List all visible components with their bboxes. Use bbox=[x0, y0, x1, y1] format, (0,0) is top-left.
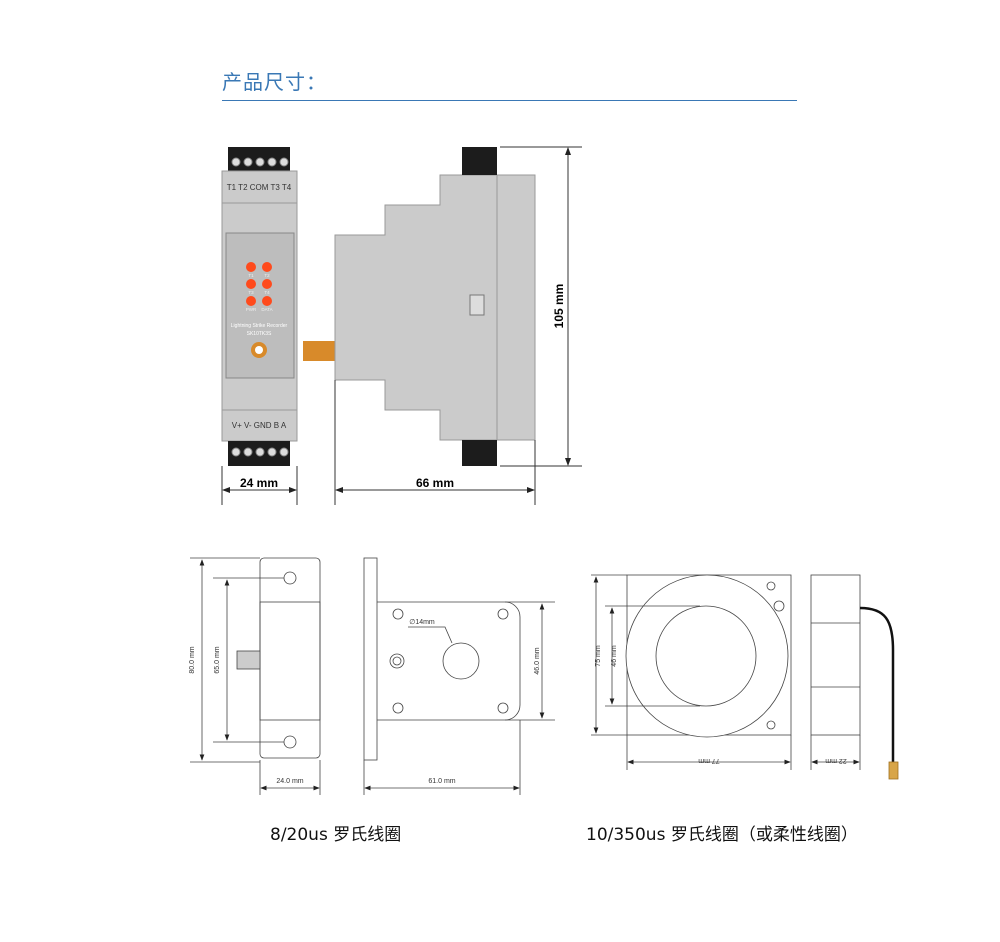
coil2-width-dimension: 77 mm bbox=[698, 757, 720, 764]
model-number: SK10TK3S bbox=[247, 331, 272, 337]
title-divider bbox=[222, 100, 797, 101]
width-dimension: 24 mm bbox=[240, 476, 278, 490]
coil2-inner-dimension: 46 mm bbox=[611, 645, 618, 667]
recorder-side-view bbox=[303, 147, 536, 466]
caption-10-350-coil: 10/350us 罗氏线圈（或柔性线圈） bbox=[586, 825, 858, 845]
led-label: PWR bbox=[246, 307, 257, 312]
coil2-outer-dimension: 75 mm bbox=[595, 645, 602, 667]
height-dimension: 105 mm bbox=[552, 284, 566, 329]
top-terminal-labels: T1 T2 COM T3 T4 bbox=[227, 183, 292, 192]
led-label: T1 bbox=[248, 273, 254, 278]
coil-plate-dimension: 46.0 mm bbox=[534, 647, 541, 674]
product-name: Lightning Strike Recorder bbox=[231, 323, 288, 329]
recorder-front-view: T1 T2 COM T3 T4 T1 T2 T3 T4 PWR DATA Lig… bbox=[221, 147, 298, 466]
coil-outer-dimension: 80.0 mm bbox=[189, 646, 196, 673]
coil-hole-dimension: 65.0 mm bbox=[214, 646, 221, 673]
coil-10-350-drawing bbox=[591, 574, 899, 780]
coil-8-20-drawing bbox=[190, 557, 555, 795]
led-label: T3 bbox=[248, 290, 254, 295]
page-title: 产品尺寸： bbox=[222, 70, 327, 94]
led-label: DATA bbox=[261, 307, 272, 312]
coil-thickness-dimension: 24.0 mm bbox=[276, 778, 303, 785]
bottom-terminal-labels: V+ V- GND B A bbox=[232, 421, 287, 430]
led-label: T4 bbox=[264, 290, 270, 295]
led-indicators bbox=[246, 262, 272, 306]
led-label: T2 bbox=[264, 273, 270, 278]
caption-8-20-coil: 8/20us 罗氏线圈 bbox=[270, 825, 402, 845]
coil2-thickness-dimension: 22 mm bbox=[825, 757, 847, 764]
depth-dimension: 66 mm bbox=[416, 476, 454, 490]
cable-connector-icon bbox=[888, 761, 899, 780]
coil-length-dimension: 61.0 mm bbox=[428, 778, 455, 785]
coil-diameter-dimension: ∅14mm bbox=[409, 619, 435, 626]
